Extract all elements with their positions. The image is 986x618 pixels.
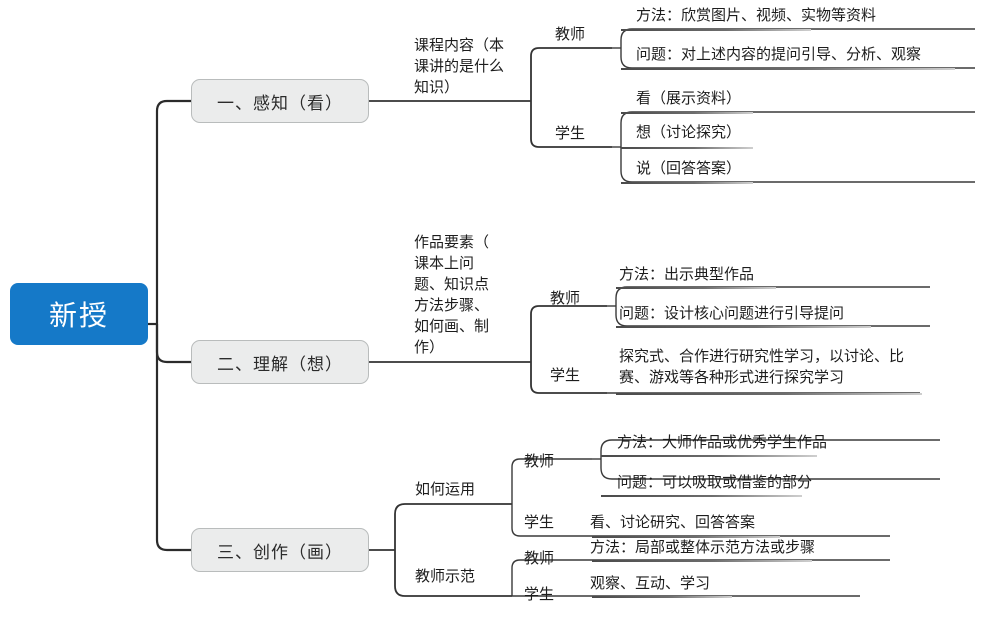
branch-2-student-item-1: 探究式、合作进行研究性学习，以讨论、比 赛、游戏等各种形式进行探究学习 bbox=[619, 348, 905, 386]
branch-1-role-student-label: 学生 bbox=[555, 125, 586, 142]
branch-1-content-text: 课程内容（本 课讲的是什么 知识） bbox=[414, 37, 505, 96]
branch-1-student-item-1: 看（展示资料） bbox=[636, 90, 742, 107]
branch-3-g1-student-item-1-underline bbox=[592, 536, 780, 538]
branch-2-content-text: 作品要素（ 课本上问 题、知识点 方法步骤、 如何画、制 作） bbox=[414, 234, 490, 356]
branch-1-student-item-2-underline bbox=[621, 147, 753, 149]
branch-1-student-item-3: 说（回答答案） bbox=[636, 160, 742, 177]
branch-node-3[interactable]: 三、创作（画） bbox=[191, 528, 369, 572]
branch-2-role-teacher-label: 教师 bbox=[550, 290, 581, 307]
branch-2-role-student-label: 学生 bbox=[550, 367, 581, 384]
branch-3-g1-role-teacher-label: 教师 bbox=[524, 453, 555, 470]
branch-3-g2-teacher-item-1: 方法：局部或整体示范方法或步骤 bbox=[590, 539, 816, 556]
root-node-label: 新授 bbox=[48, 300, 109, 331]
branch-3-g1-teacher-item-1: 方法：大师作品或优秀学生作品 bbox=[617, 434, 828, 451]
branch-2-teacher-item-2-underline bbox=[616, 326, 871, 328]
branch-1-student-item-1-underline bbox=[621, 112, 753, 114]
branch-node-2[interactable]: 二、理解（想） bbox=[191, 340, 369, 384]
branch-3-g1-student-item-1: 看、讨论研究、回答答案 bbox=[590, 514, 756, 531]
branch-node-1[interactable]: 一、感知（看） bbox=[191, 79, 369, 123]
branch-3-g1-teacher-item-2: 问题：可以吸取或借鉴的部分 bbox=[617, 474, 813, 491]
branch-3-g2-teacher-item-1-underline bbox=[592, 560, 812, 562]
branch-2-teacher-item-2: 问题：设计核心问题进行引导提问 bbox=[619, 305, 845, 322]
branch-3-g2-role-teacher-label: 教师 bbox=[524, 550, 555, 567]
root-node[interactable]: 新授 bbox=[10, 283, 148, 345]
branch-3-subgroup-1-label: 如何运用 bbox=[415, 481, 476, 498]
branch-1-role-teacher-label: 教师 bbox=[555, 26, 586, 43]
branch-node-2-label: 二、理解（想） bbox=[217, 354, 343, 374]
branch-1-teacher-item-2: 问题：对上述内容的提问引导、分析、观察 bbox=[636, 46, 922, 63]
branch-1-teacher-item-1: 方法：欣赏图片、视频、实物等资料 bbox=[636, 7, 877, 24]
branch-1-student-item-2: 想（讨论探究） bbox=[636, 124, 742, 141]
branch-2-teacher-item-1-underline bbox=[616, 287, 776, 289]
branch-1-teacher-item-1-underline bbox=[621, 29, 811, 31]
branch-1-teacher-item-2-underline bbox=[621, 68, 955, 70]
branch-node-1-label: 一、感知（看） bbox=[217, 93, 343, 113]
branch-3-g1-role-student-label: 学生 bbox=[524, 514, 555, 531]
branch-3-g1-teacher-item-2-underline bbox=[601, 495, 802, 497]
branch-2-student-item-1-underline bbox=[616, 393, 922, 395]
branch-node-3-label: 三、创作（画） bbox=[217, 542, 343, 562]
branch-3-g2-role-student-label: 学生 bbox=[524, 586, 555, 603]
branch-3-g2-student-item-1-underline bbox=[592, 596, 732, 598]
branch-3-subgroup-2-label: 教师示范 bbox=[415, 568, 476, 585]
branch-3-g2-student-item-1: 观察、互动、学习 bbox=[590, 575, 711, 592]
branch-1-student-item-3-underline bbox=[621, 182, 753, 184]
branch-3-g1-teacher-item-1-underline bbox=[601, 455, 817, 457]
branch-2-teacher-item-1: 方法：出示典型作品 bbox=[619, 266, 755, 283]
